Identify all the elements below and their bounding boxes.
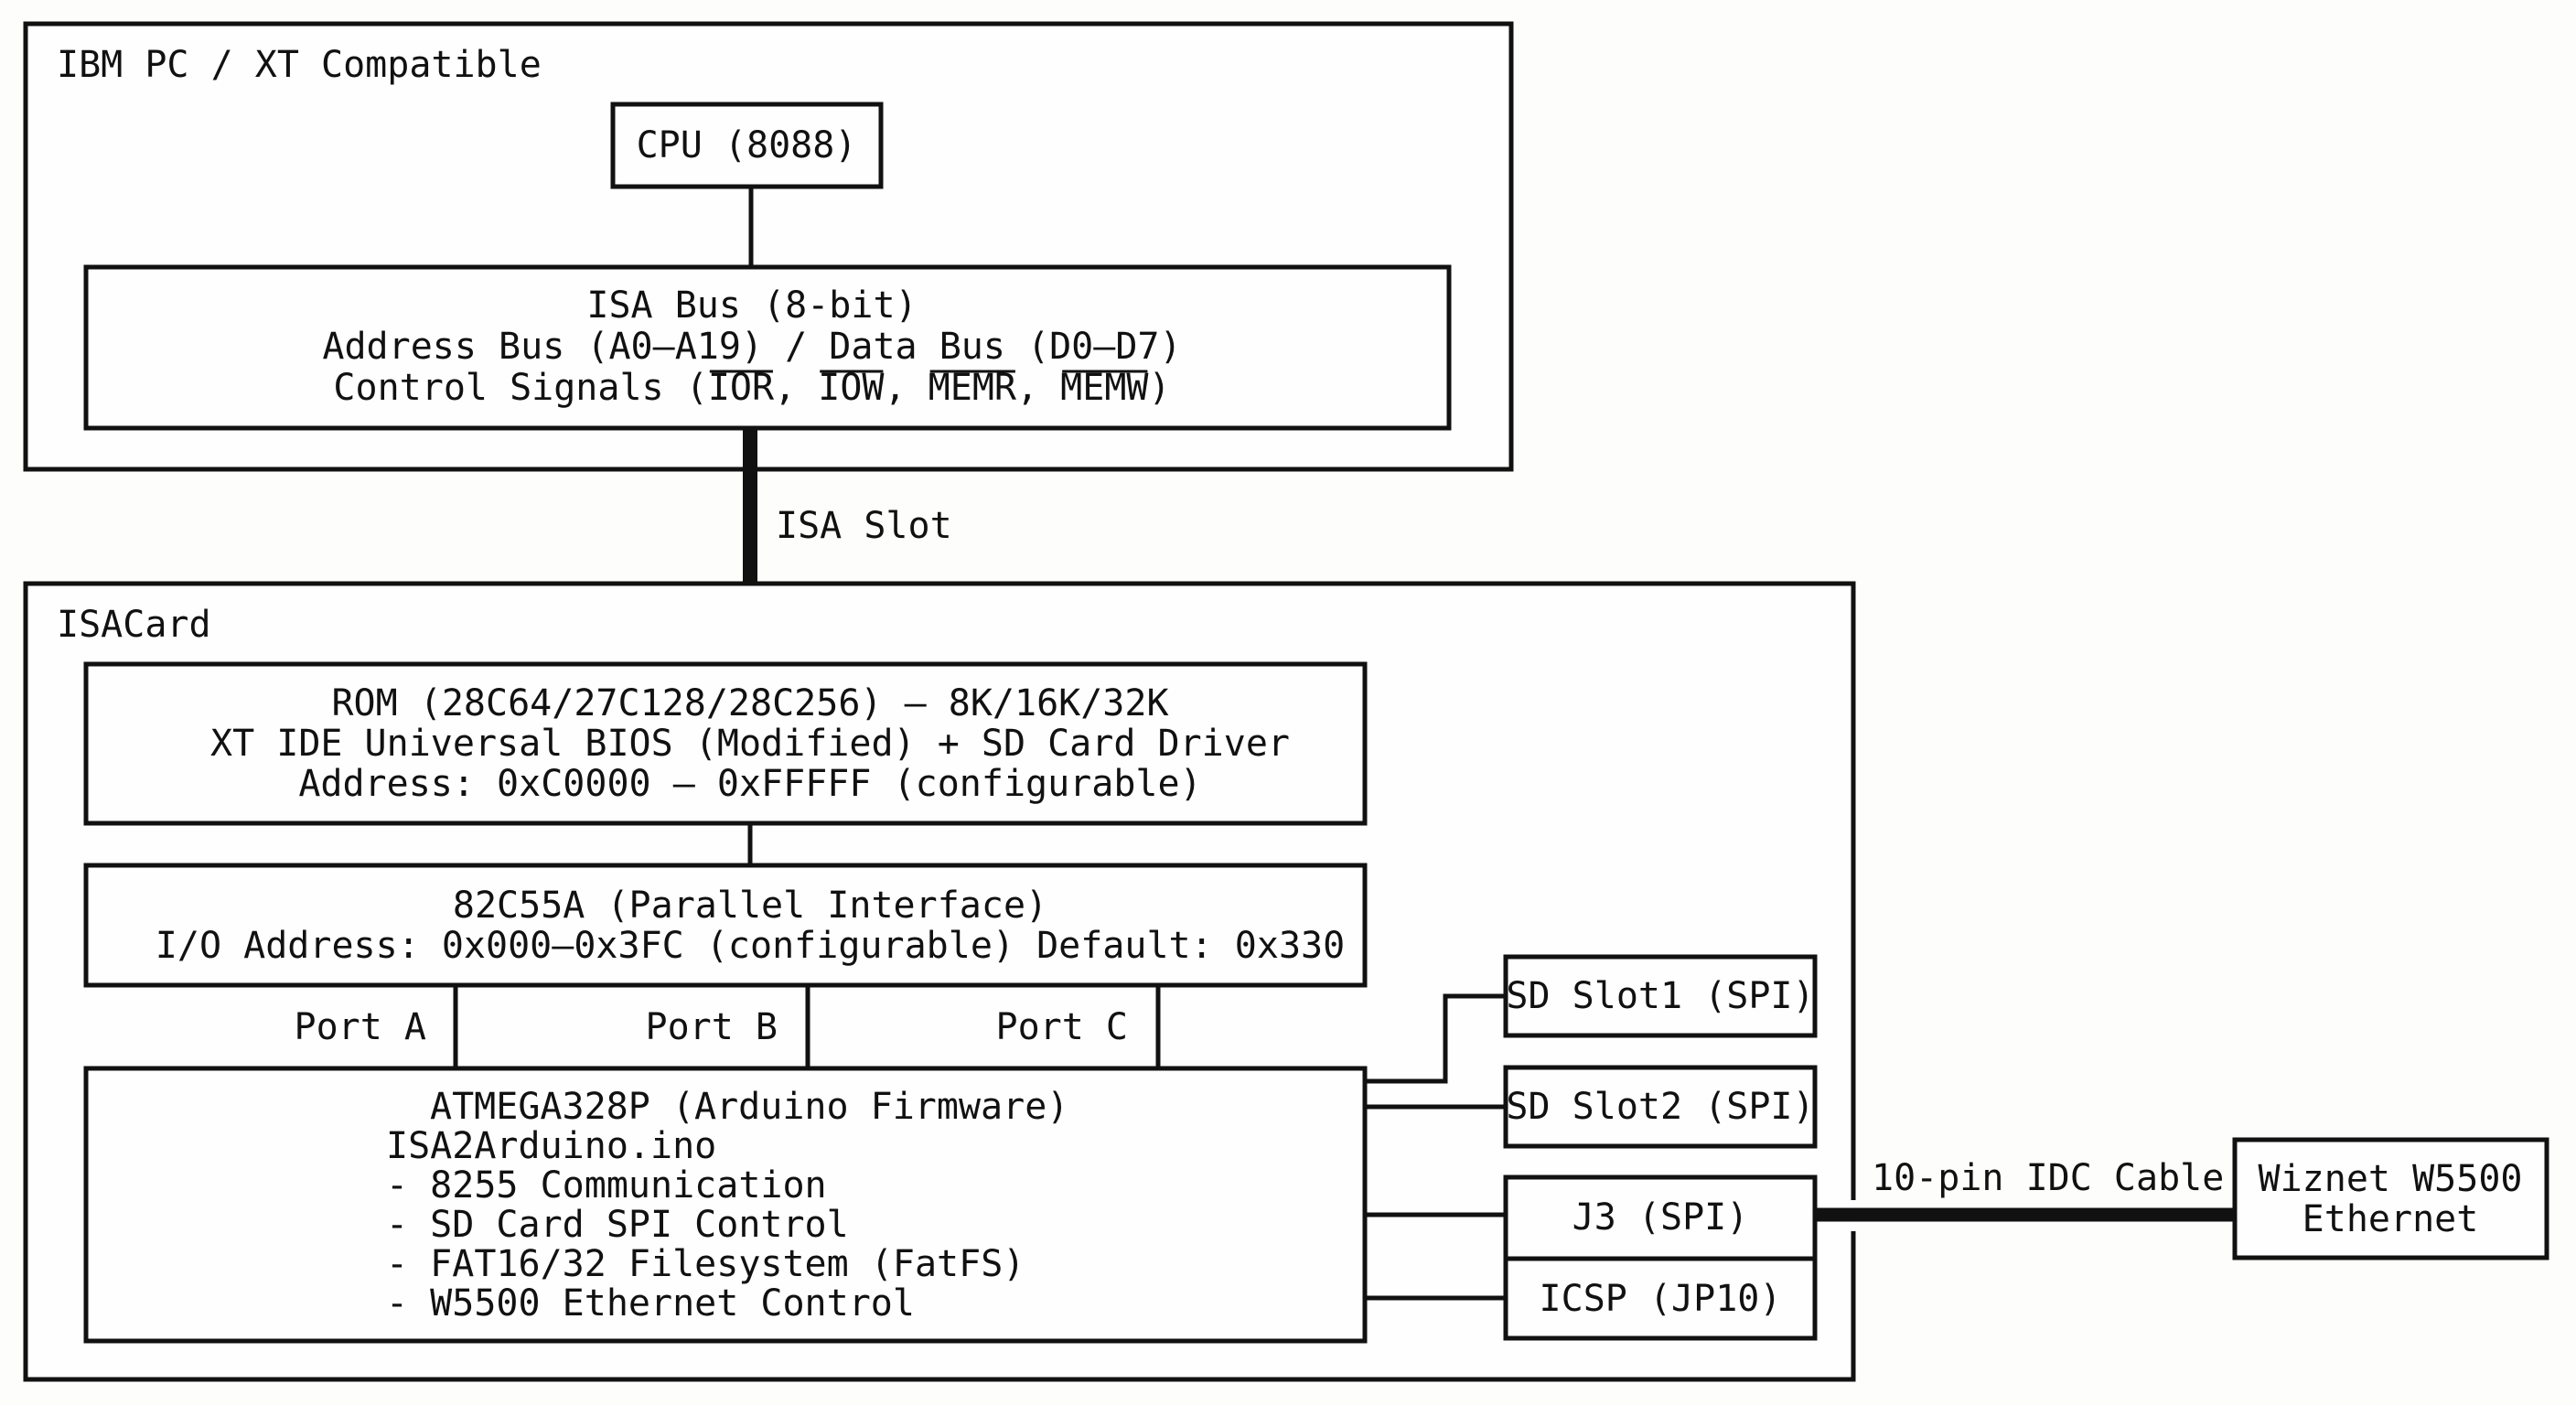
ethernet-module-box — [2232, 1137, 2549, 1260]
control-signal-ior: IOR — [708, 367, 775, 409]
isa-card-title: ISACard — [57, 604, 211, 646]
icsp-box — [1503, 1256, 1818, 1341]
isa-bus-box — [83, 264, 1452, 431]
isa-card-group: ISACard ROM (28C64/27C128/28C256) – 8K/1… — [23, 581, 1856, 1382]
port-a-label: Port A — [295, 1006, 427, 1048]
idc-cable-label: 10-pin IDC Cable — [1872, 1157, 2224, 1199]
isa-bus-title: ISA Bus (8-bit) — [586, 284, 917, 327]
cpu-box — [610, 102, 884, 189]
j3-spi-label: J3 (SPI) — [1572, 1196, 1749, 1239]
control-signal-memw: MEMW — [1060, 367, 1149, 409]
rom-line-2: XT IDE Universal BIOS (Modified) + SD Ca… — [210, 723, 1290, 765]
sd-slot1-label: SD Slot1 (SPI) — [1506, 975, 1814, 1017]
isa-bus-address-data: Address Bus (A0–A19) / Data Bus (D0–D7) — [322, 326, 1181, 368]
ethernet-line-2: Ethernet — [2302, 1198, 2479, 1240]
port-c-label: Port C — [996, 1006, 1129, 1048]
ppi-line-1: 82C55A (Parallel Interface) — [453, 885, 1047, 927]
pc-system-group: IBM PC / XT Compatible CPU (8088) ISA Bu… — [23, 21, 1514, 472]
sd-slot1-box — [1503, 954, 1818, 1038]
pc-system-title: IBM PC / XT Compatible — [57, 44, 542, 86]
isa-slot-label: ISA Slot — [776, 505, 952, 547]
isa-bus-control-signals: Control Signals (IOR, IOW, MEMR, MEMW) — [333, 367, 1170, 409]
mcu-feature: - FAT16/32 Filesystem (FatFS) — [386, 1243, 1025, 1285]
mcu-to-sd1-wire — [1365, 993, 1506, 1084]
rom-box — [83, 661, 1368, 826]
icsp-label: ICSP (JP10) — [1540, 1278, 1782, 1320]
mcu-feature: - 8255 Communication — [386, 1164, 827, 1207]
cpu-label: CPU (8088) — [637, 124, 857, 166]
mcu-title: ATMEGA328P (Arduino Firmware) — [430, 1086, 1068, 1128]
control-signals-prefix: Control Signals ( — [333, 367, 707, 409]
ppi-82c55-box — [83, 863, 1368, 988]
sd-slot2-label: SD Slot2 (SPI) — [1506, 1086, 1814, 1128]
rom-line-1: ROM (28C64/27C128/28C256) – 8K/16K/32K — [331, 682, 1168, 724]
mcu-feature: - SD Card SPI Control — [386, 1204, 849, 1246]
ppi-line-2: I/O Address: 0x000–0x3FC (configurable) … — [156, 925, 1345, 967]
mcu-feature: - W5500 Ethernet Control — [386, 1282, 915, 1325]
control-signal-memr: MEMR — [928, 367, 1017, 409]
port-b-label: Port B — [646, 1006, 778, 1048]
rom-line-3: Address: 0xC0000 – 0xFFFFF (configurable… — [298, 763, 1201, 805]
control-signal-iow: IOW — [818, 367, 885, 409]
mcu-firmware-file: ISA2Arduino.ino — [386, 1125, 716, 1167]
sd-slot2-box — [1503, 1065, 1818, 1149]
ethernet-line-1: Wiznet W5500 — [2259, 1158, 2523, 1200]
mcu-box — [83, 1066, 1368, 1344]
